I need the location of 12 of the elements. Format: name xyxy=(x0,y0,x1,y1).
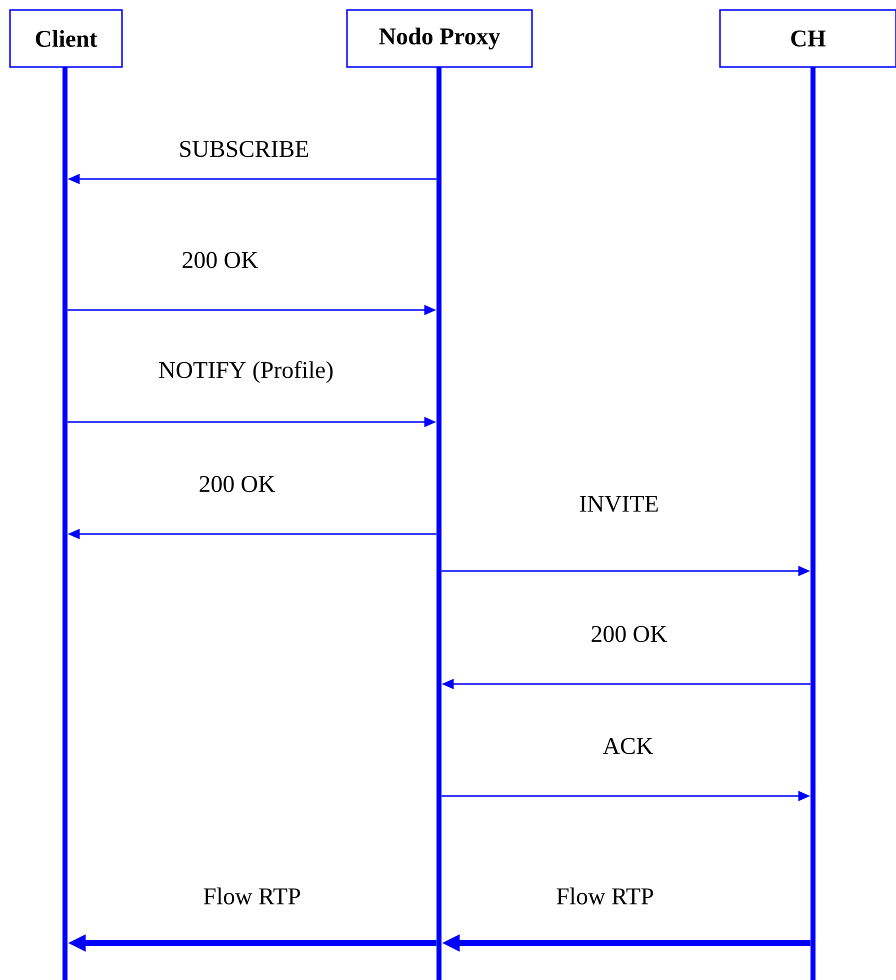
message-label: INVITE xyxy=(578,494,660,514)
participant-box: Nodo Proxy xyxy=(346,9,533,68)
message-label: 200 OK xyxy=(180,250,260,270)
message-label: ACK xyxy=(602,736,654,756)
message-label: Flow RTP xyxy=(555,886,655,906)
message-label: Flow RTP xyxy=(202,886,302,906)
message-label: NOTIFY (Profile) xyxy=(157,360,335,384)
message-label: SUBSCRIBE xyxy=(178,140,310,158)
message-label: 200 OK xyxy=(590,624,668,644)
participant-box: CH xyxy=(719,9,896,68)
message-label: 200 OK xyxy=(198,474,276,494)
participant-box: Client xyxy=(9,9,123,68)
